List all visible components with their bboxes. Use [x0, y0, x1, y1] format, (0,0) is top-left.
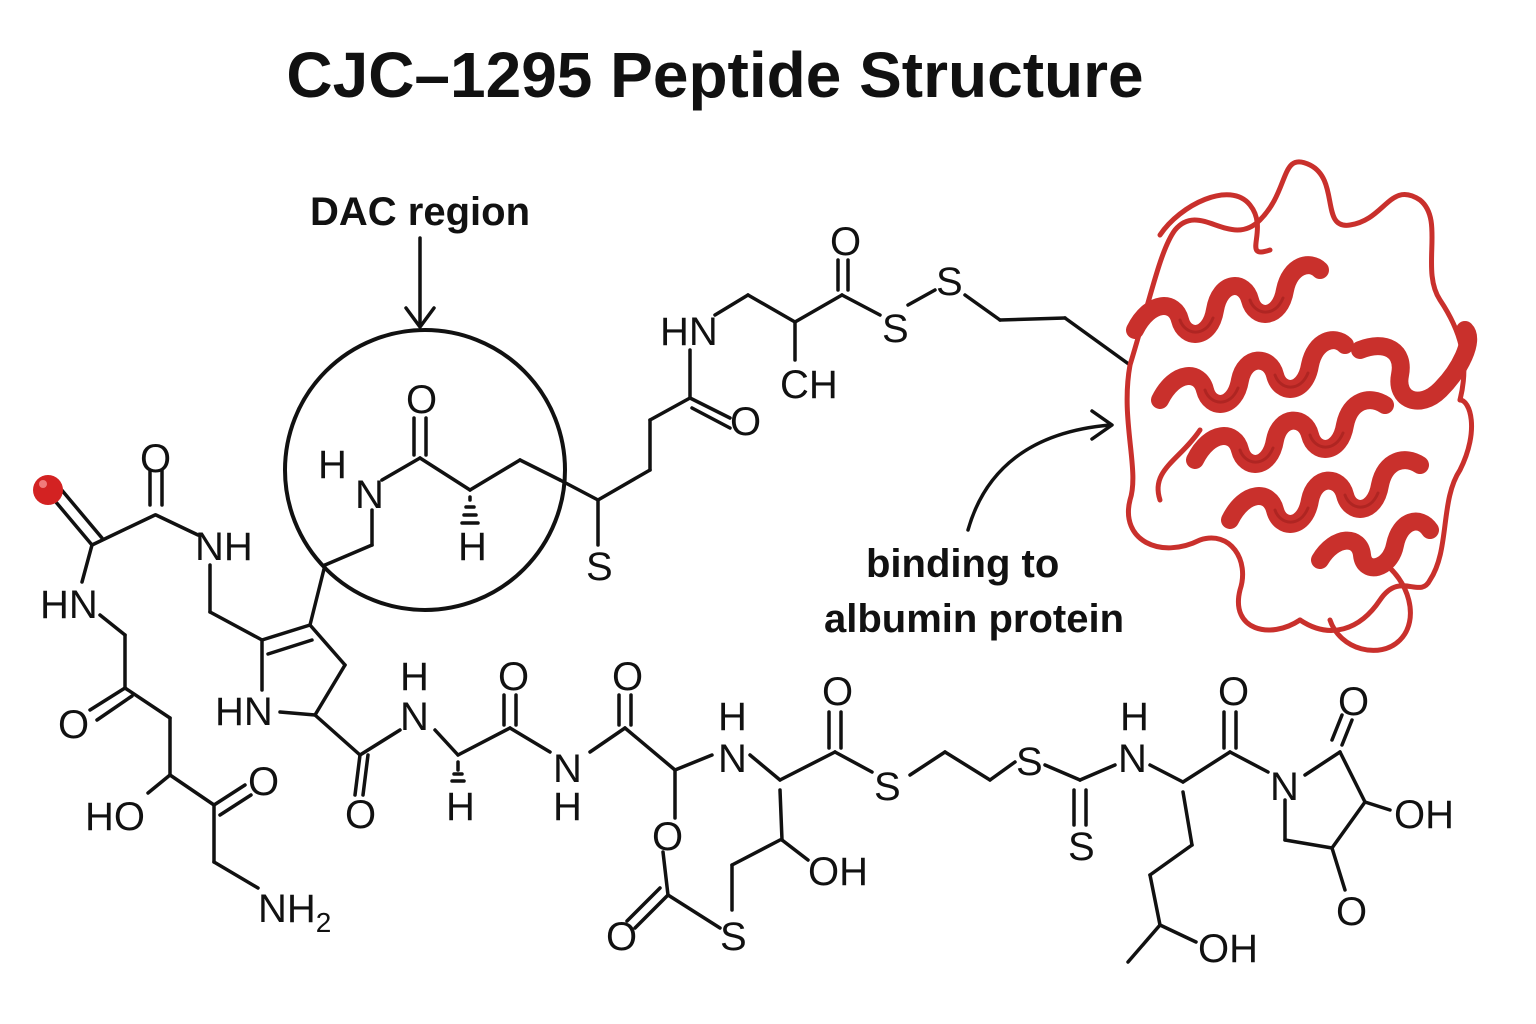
atom-h: H: [446, 785, 475, 829]
page-title: CJC–1295 Peptide Structure: [286, 39, 1144, 111]
atom-o: O: [730, 400, 761, 444]
atom-n: N: [400, 695, 429, 739]
atom-s: S: [720, 915, 747, 959]
atom-nh: NH: [195, 525, 253, 569]
atom-oh: OH: [808, 850, 868, 894]
binding-label-line1: binding to: [866, 542, 1059, 586]
atom-hn: HN: [215, 690, 273, 734]
atom-ho: HO: [85, 795, 145, 839]
bond-lines: [48, 258, 1392, 964]
atom-n: N: [1118, 737, 1147, 781]
atom-o: O: [140, 437, 171, 481]
atom-n: N: [1270, 765, 1299, 809]
atom-h: H: [1120, 695, 1149, 739]
atom-s: S: [1068, 825, 1095, 869]
atom-s: S: [882, 307, 909, 351]
atom-o: O: [1336, 890, 1367, 934]
atom-h: H: [400, 655, 429, 699]
atom-o: O: [1218, 670, 1249, 714]
red-atom-dot-highlight: [39, 480, 47, 488]
atom-o: O: [345, 793, 376, 837]
atom-h: H: [458, 525, 487, 569]
atom-hn: HN: [40, 583, 98, 627]
atom-n: N: [718, 737, 747, 781]
atom-o: O: [406, 378, 437, 422]
dac-region-label: DAC region: [310, 190, 530, 234]
red-atom-dot-icon: [33, 475, 63, 505]
atom-n: N: [553, 747, 582, 791]
atom-o: O: [248, 760, 279, 804]
atom-o: O: [652, 815, 683, 859]
atom-h: H: [718, 695, 747, 739]
atom-o: O: [606, 915, 637, 959]
atom-oh: OH: [1198, 927, 1258, 971]
dac-region-circle: [283, 328, 567, 612]
atom-h: H: [318, 443, 347, 487]
atom-s: S: [586, 545, 613, 589]
atom-hn: HN: [660, 310, 718, 354]
atom-o: O: [612, 655, 643, 699]
atom-o: O: [822, 670, 853, 714]
albumin-helix-shading: [1178, 296, 1380, 524]
atom-ch: CH: [780, 363, 838, 407]
binding-arrow: [966, 423, 1112, 532]
albumin-protein-ribbon-icon: [1124, 159, 1478, 653]
atom-n: N: [355, 473, 384, 517]
atom-o: O: [830, 220, 861, 264]
atom-oh: OH: [1394, 793, 1454, 837]
atom-labels: O NH HN O HO O NH2 HN H N O H S O HN CH …: [40, 220, 1454, 971]
atom-o: O: [1338, 680, 1369, 724]
binding-arrow-head: [1090, 409, 1114, 441]
atom-s: S: [874, 765, 901, 809]
atom-s: S: [936, 260, 963, 304]
atom-s: S: [1016, 740, 1043, 784]
atom-nh2: NH2: [258, 887, 331, 938]
dac-arrow-head: [404, 306, 436, 329]
binding-label-line2: albumin protein: [824, 597, 1124, 641]
atom-h: H: [553, 785, 582, 829]
atom-o: O: [58, 703, 89, 747]
atom-o: O: [498, 655, 529, 699]
